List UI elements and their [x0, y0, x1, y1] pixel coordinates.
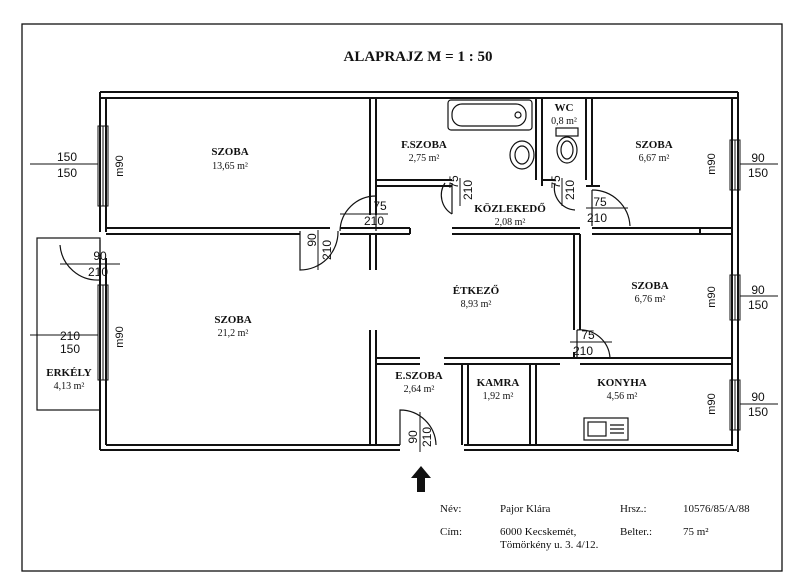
- dim-w4-top: 90: [751, 283, 765, 297]
- dim-w4-bot: 150: [748, 298, 768, 312]
- room-erkely-name: ERKÉLY: [46, 367, 92, 379]
- room-konyha-name: KONYHA: [597, 377, 647, 389]
- dim-w2-bot: 150: [60, 342, 80, 356]
- room-fszoba-name: F.SZOBA: [401, 139, 447, 151]
- dim-door4-a: 75: [549, 175, 563, 189]
- dim-w1-bot: 150: [57, 166, 77, 180]
- toilet: [555, 127, 579, 164]
- walls: [99, 91, 739, 452]
- room-fszoba-area: 2,75 m²: [409, 153, 440, 164]
- room-wc-name: WC: [555, 102, 574, 114]
- dim-door5-top: 75: [593, 195, 607, 209]
- info-address-label: Cím:: [440, 526, 462, 538]
- dim-w1-top: 150: [57, 150, 77, 164]
- room-kamra-name: KAMRA: [477, 377, 520, 389]
- dim-door1-bot: 210: [364, 214, 384, 228]
- balcony: [36, 237, 101, 411]
- room-konyha-area: 4,56 m²: [607, 391, 638, 402]
- dim-m90-4: m90: [706, 286, 718, 307]
- info-name-label: Név:: [440, 503, 461, 515]
- dim-door3-b: 210: [461, 180, 475, 200]
- room-eszoba-area: 2,64 m²: [404, 384, 435, 395]
- dim-m90-2: m90: [114, 326, 126, 347]
- room-etkezo-name: ÉTKEZŐ: [453, 285, 500, 297]
- dim-w5-top: 90: [751, 390, 765, 404]
- dim-door6-top: 75: [581, 328, 595, 342]
- dim-door6-bot: 210: [573, 344, 593, 358]
- room-szoba-nw-name: SZOBA: [211, 146, 248, 158]
- dim-w3-top: 90: [751, 151, 765, 165]
- room-szoba-main-name: SZOBA: [214, 314, 251, 326]
- room-kozlekedo-area: 2,08 m²: [495, 217, 526, 228]
- info-hrsz-label: Hrsz.:: [620, 503, 647, 515]
- dim-m90-5: m90: [706, 393, 718, 414]
- room-wc-area: 0,8 m²: [551, 116, 577, 127]
- room-kamra-area: 1,92 m²: [483, 391, 514, 402]
- bathtub: [447, 99, 533, 131]
- room-szoba-nw-area: 13,65 m²: [212, 161, 248, 172]
- kitchen-sink: [583, 417, 629, 441]
- room-szoba-e-area: 6,76 m²: [635, 294, 666, 305]
- page-frame: [21, 23, 783, 572]
- dimension-lines: [30, 163, 778, 452]
- room-szoba-main-area: 21,2 m²: [218, 328, 249, 339]
- dim-door3-a: 75: [447, 175, 461, 189]
- room-szoba-ne-area: 6,67 m²: [639, 153, 670, 164]
- dim-m90-3: m90: [706, 153, 718, 174]
- info-name-value: Pajor Klára: [500, 503, 551, 515]
- dim-balcony-door-top: 90: [93, 249, 107, 263]
- dim-w5-bot: 150: [748, 405, 768, 419]
- dim-door7-a: 90: [406, 430, 420, 444]
- info-address-line2: Tömörkény u. 3. 4/12.: [500, 539, 599, 551]
- entrance-arrow-icon: [411, 466, 431, 492]
- dim-door2-a: 90: [305, 233, 319, 247]
- dim-m90-1: m90: [114, 155, 126, 176]
- plan-title: ALAPRAJZ M = 1 : 50: [344, 49, 493, 65]
- dim-w3-bot: 150: [748, 166, 768, 180]
- room-szoba-ne-name: SZOBA: [635, 139, 672, 151]
- room-etkezo-area: 8,93 m²: [461, 299, 492, 310]
- info-hrsz-value: 10576/85/A/88: [683, 503, 750, 515]
- windows: [97, 125, 741, 431]
- info-belter-label: Belter.:: [620, 526, 652, 538]
- dim-door5-bot: 210: [587, 211, 607, 225]
- info-belter-value: 75 m²: [683, 526, 709, 538]
- dim-w2-top: 210: [60, 329, 80, 343]
- dim-door4-b: 210: [563, 180, 577, 200]
- washbasin: [509, 140, 535, 170]
- room-kozlekedo-name: KÖZLEKEDŐ: [474, 202, 546, 215]
- dim-door2-b: 210: [320, 240, 334, 260]
- room-eszoba-name: E.SZOBA: [395, 370, 442, 382]
- info-address-line1: 6000 Kecskemét,: [500, 526, 577, 538]
- room-erkely-area: 4,13 m²: [54, 381, 85, 392]
- dim-door7-b: 210: [420, 427, 434, 447]
- room-szoba-e-name: SZOBA: [631, 280, 668, 292]
- dim-balcony-door-bot: 210: [88, 265, 108, 279]
- dim-door1-top: 75: [373, 199, 387, 213]
- door-swings: [59, 182, 631, 446]
